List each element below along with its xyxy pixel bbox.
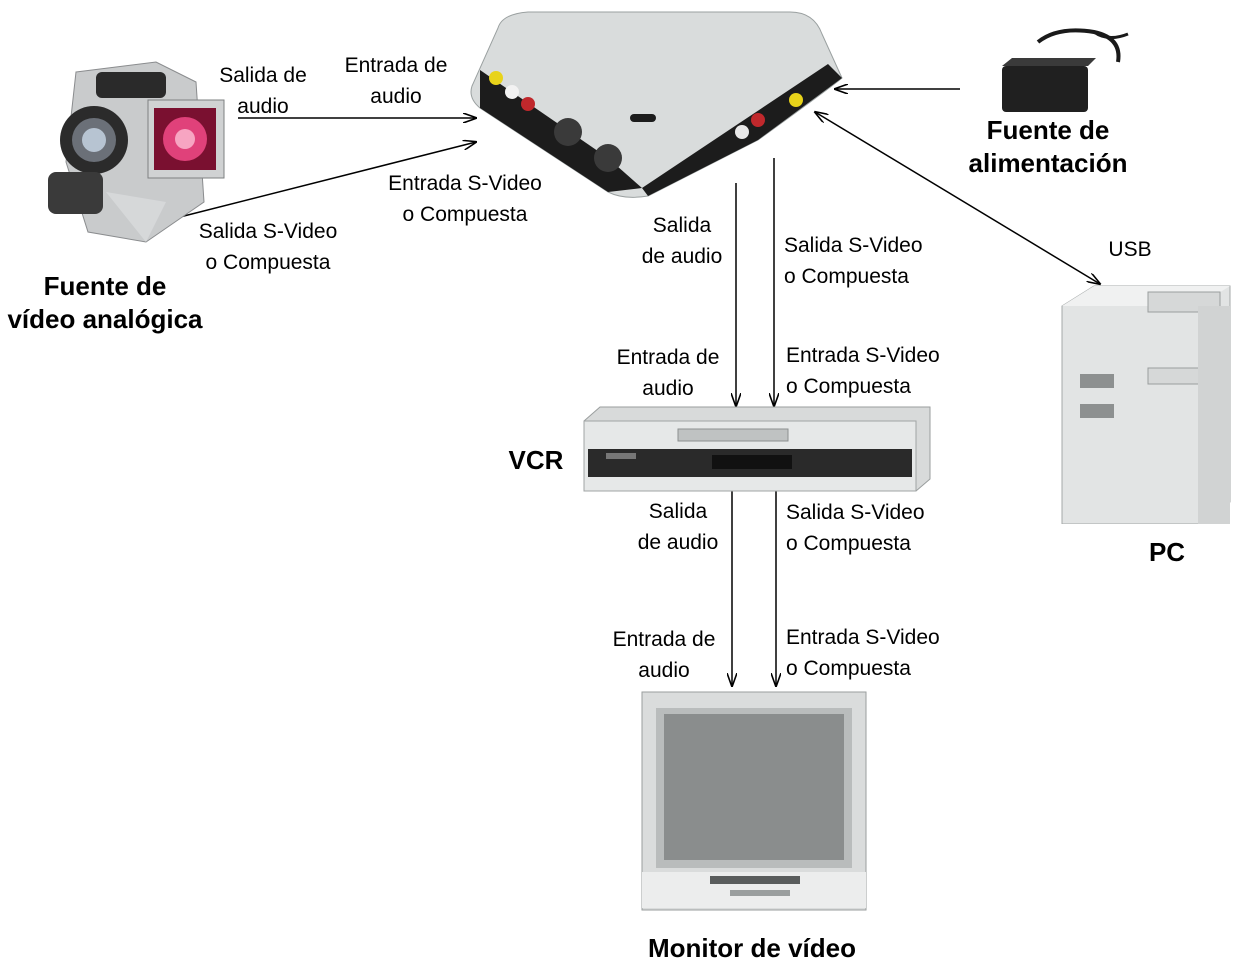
vcr-title: VCR bbox=[508, 445, 564, 475]
pc-tower-icon bbox=[1061, 285, 1231, 524]
pc-title: PC bbox=[1148, 537, 1186, 567]
tv-monitor-icon bbox=[641, 691, 867, 911]
power-title: Fuente de alimentación bbox=[968, 115, 1128, 178]
monitor-title: Monitor de vídeo bbox=[648, 933, 856, 963]
capture-box-icon bbox=[470, 11, 843, 198]
arrow-cam-video bbox=[175, 142, 476, 219]
vcr-icon bbox=[583, 406, 931, 492]
power-adapter-icon bbox=[1002, 28, 1129, 112]
camcorder-icon bbox=[48, 61, 225, 243]
camera-title: Fuente de vídeo analógica bbox=[7, 271, 203, 334]
arrow-usb bbox=[815, 112, 1100, 284]
label-usb: USB bbox=[1108, 238, 1152, 261]
